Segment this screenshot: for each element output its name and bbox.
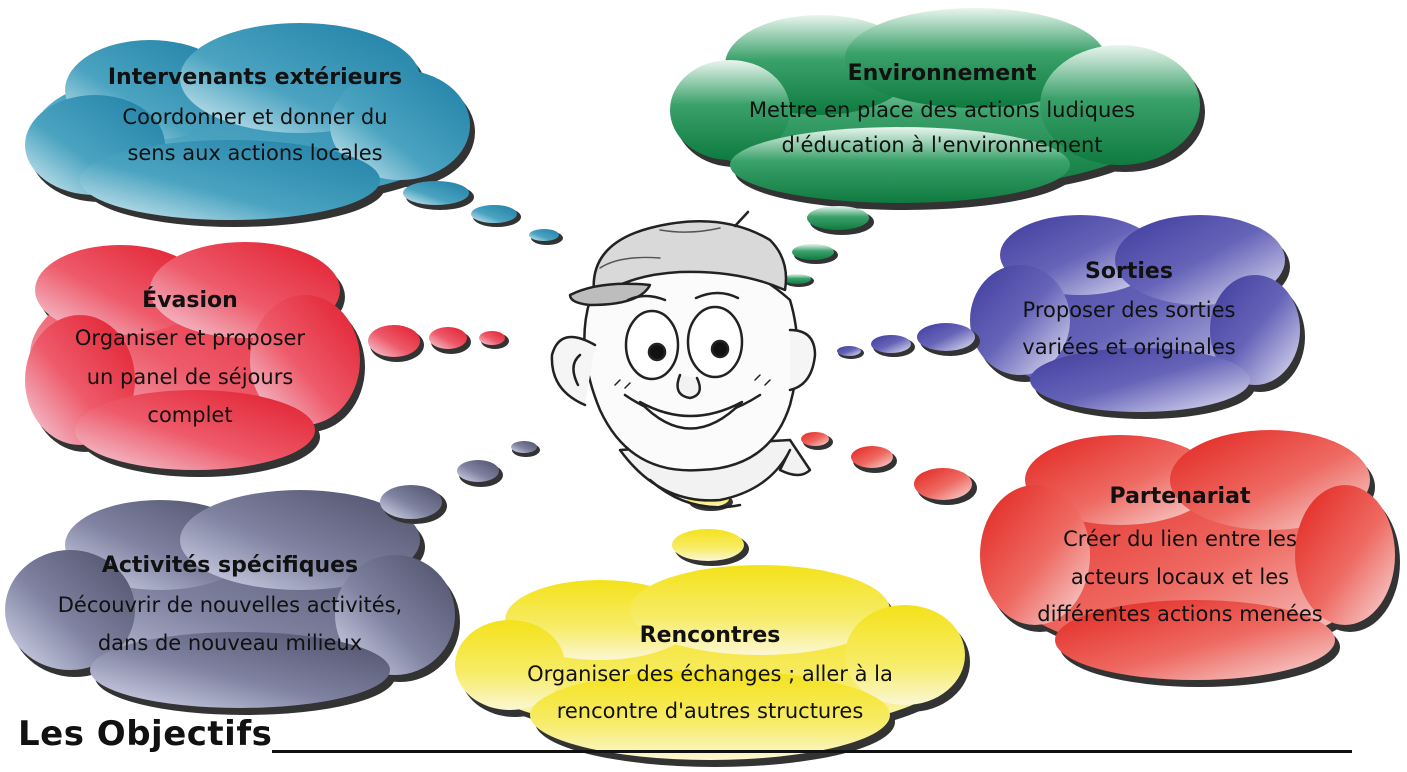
cloud-sorties-line1: Proposer des sorties <box>1023 298 1236 322</box>
cloud-environnement-line2: d'éducation à l'environnement <box>781 133 1102 157</box>
cloud-evasion-line3: complet <box>147 403 232 427</box>
thought-bubbles-partenariat <box>801 432 977 505</box>
cloud-sorties-line2: variées et originales <box>1022 335 1235 359</box>
cloud-environnement <box>670 8 1205 287</box>
thought-bubbles-intervenants <box>403 181 563 245</box>
cloud-activites-line1: Découvrir de nouvelles activités, <box>58 593 402 617</box>
cloud-rencontres-line1: Organiser des échanges ; aller à la <box>527 662 893 686</box>
cloud-evasion-line2: un panel de séjours <box>87 365 294 389</box>
cloud-sorties <box>837 215 1305 419</box>
cloud-rencontres-title: Rencontres <box>640 623 781 648</box>
cloud-rencontres-line2: rencontre d'autres structures <box>557 699 864 723</box>
cloud-activites <box>5 441 540 715</box>
thought-bubbles-activites <box>380 441 540 524</box>
thought-bubbles-sorties <box>837 323 980 359</box>
cloud-partenariat-title: Partenariat <box>1110 484 1251 509</box>
cloud-intervenants-title: Intervenants extérieurs <box>108 65 402 90</box>
cloud-evasion-line1: Organiser et proposer <box>75 326 306 350</box>
cloud-sorties-title: Sorties <box>1085 259 1173 284</box>
cloud-environnement-title: Environnement <box>848 61 1037 86</box>
cloud-intervenants <box>25 23 563 245</box>
cloud-partenariat-line3: différentes actions menées <box>1037 602 1322 626</box>
title-underline <box>272 750 1352 753</box>
cloud-intervenants-line1: Coordonner et donner du <box>122 105 387 129</box>
cloud-rencontres <box>455 471 970 767</box>
cloud-intervenants-line2: sens aux actions locales <box>127 141 382 165</box>
cloud-partenariat-line1: Créer du lien entre les <box>1063 527 1297 551</box>
cloud-partenariat <box>801 430 1400 687</box>
cloud-partenariat-line2: acteurs locaux et les <box>1071 565 1289 589</box>
cloud-evasion <box>25 242 509 477</box>
cloud-activites-title: Activités spécifiques <box>102 553 358 578</box>
cloud-environnement-line1: Mettre en place des actions ludiques <box>749 98 1135 122</box>
cloud-activites-line2: dans de nouveau milieux <box>98 631 362 655</box>
boy-face-illustration <box>550 210 817 509</box>
page-title: Les Objectifs <box>18 714 273 754</box>
thought-bubbles-environnement <box>783 206 874 287</box>
cloud-evasion-title: Évasion <box>142 287 238 313</box>
thought-bubbles-evasion <box>368 325 509 362</box>
